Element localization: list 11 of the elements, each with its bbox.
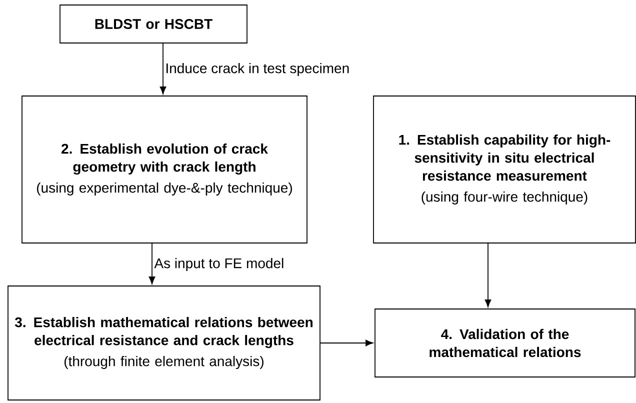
arrow bbox=[160, 43, 166, 94]
arrow bbox=[320, 340, 374, 346]
edge-label: As input to FE model bbox=[153, 256, 286, 272]
arrow bbox=[484, 243, 492, 308]
arrow bbox=[148, 243, 156, 284]
process-box: 3. Establish mathematical relations between electrical resistance and crack lengths (through finite element analysis) bbox=[8, 286, 320, 400]
edge-label: Induce crack in test specimen bbox=[164, 62, 351, 78]
process-box: 4. Validation of the mathematical relations bbox=[374, 308, 636, 378]
start-box: BLDST or HSCBT bbox=[60, 4, 248, 44]
process-box: 2. Establish evolution of crack geometry with crack length (using experimental dye-&-ply technique) bbox=[22, 96, 308, 244]
process-box: 1. Establish capability for high-sensitivity in situ electrical resistance measurement (using four-wire technique) bbox=[373, 96, 636, 244]
